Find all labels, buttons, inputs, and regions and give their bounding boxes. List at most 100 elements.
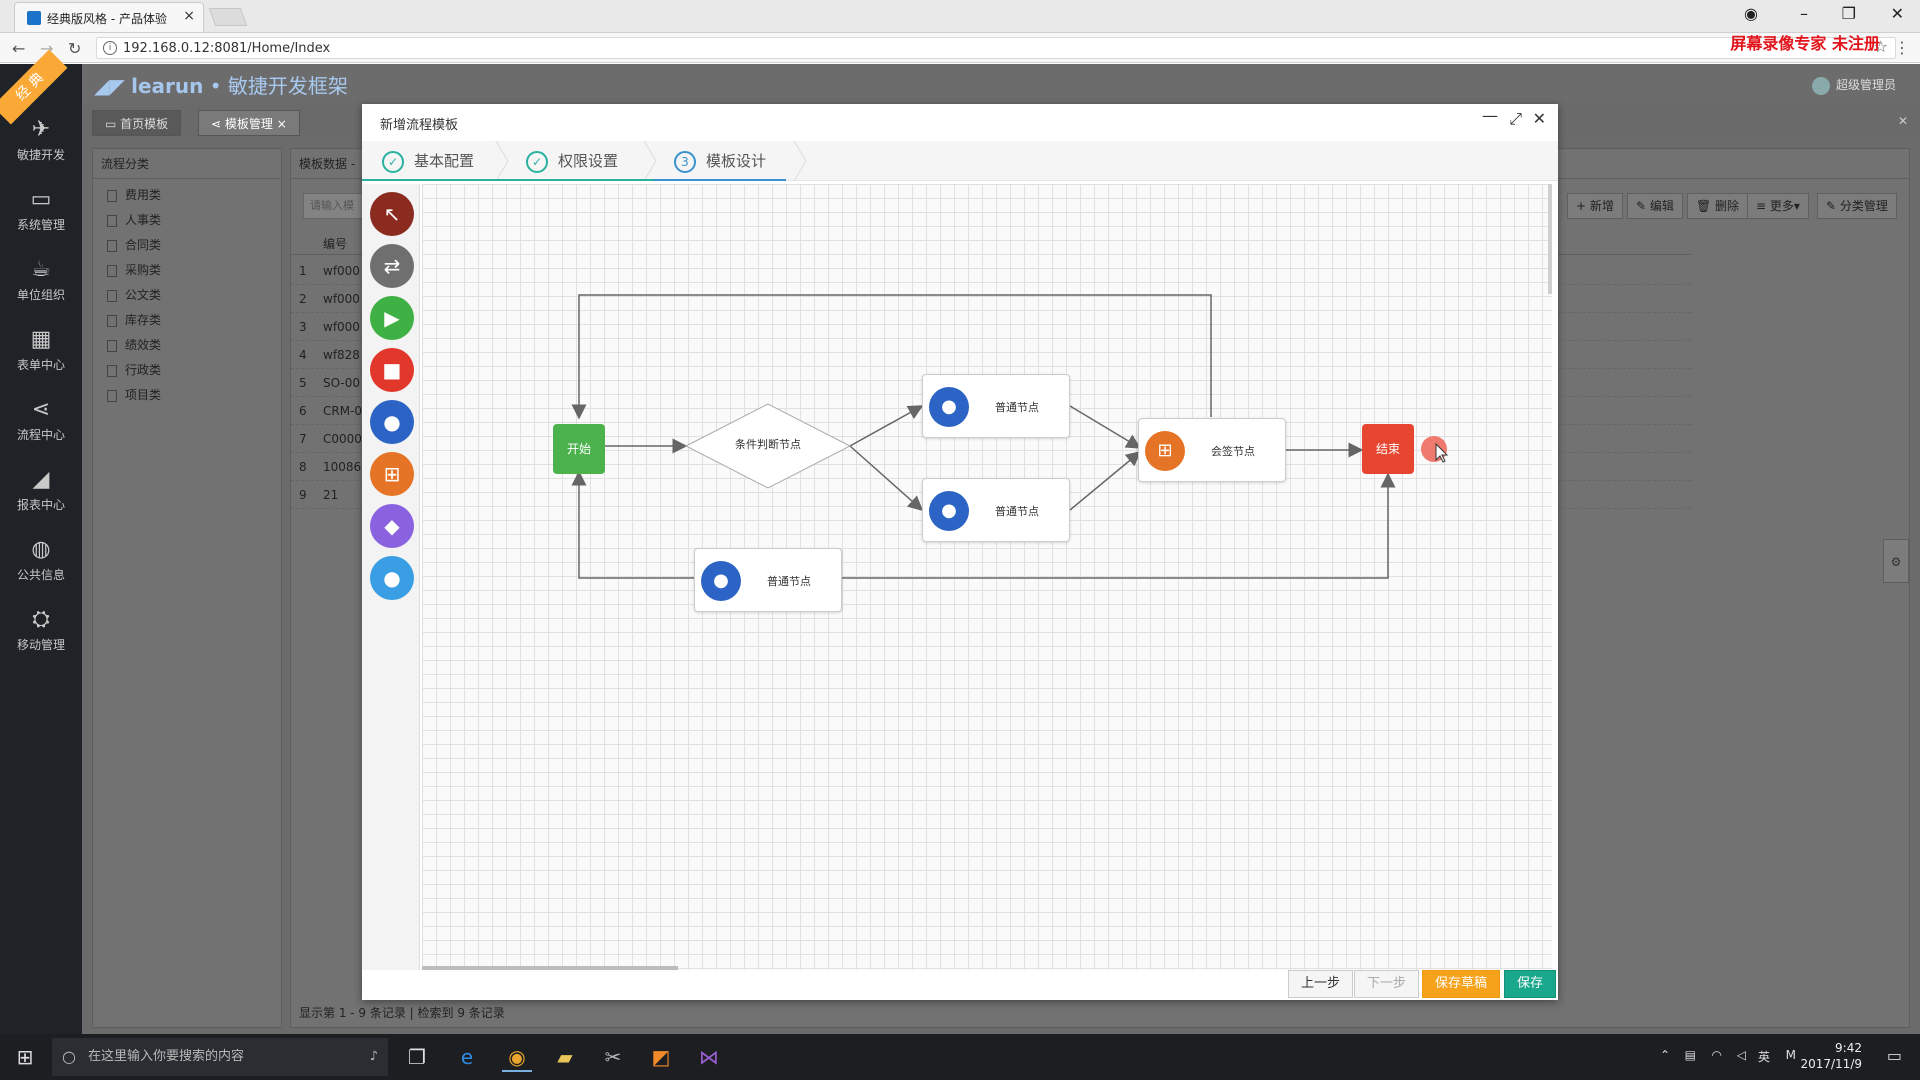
user-node-bottom[interactable]: ● 普通节点 <box>694 548 842 612</box>
visual-studio-icon[interactable]: ⋈ <box>699 1045 719 1069</box>
wifi-icon[interactable]: ◠ <box>1711 1048 1722 1062</box>
add-button[interactable]: + 新增 <box>1567 193 1623 219</box>
edge-mid-to-countersign[interactable] <box>1069 451 1142 511</box>
condition-node[interactable] <box>684 403 852 489</box>
new-tab-button[interactable] <box>208 8 248 26</box>
edge-bottom-to-start[interactable] <box>571 470 694 579</box>
windows-start-icon[interactable]: ⊞ <box>16 1045 34 1069</box>
reload-icon[interactable]: ↻ <box>68 39 82 58</box>
next-step-button[interactable]: 下一步 <box>1354 970 1420 998</box>
volume-icon[interactable]: ◁ <box>1736 1048 1746 1062</box>
category-item[interactable]: 费用类 <box>93 183 281 208</box>
sidebar-item-system[interactable]: ▭ 系统管理 <box>0 182 82 242</box>
sidebar-item-forms[interactable]: ▦ 表单中心 <box>0 322 82 382</box>
countersign-node[interactable]: ⊞ 会签节点 <box>1138 418 1286 482</box>
settings-gear-icon[interactable]: ⚙ <box>1883 539 1909 583</box>
chrome-browser-icon[interactable]: ◉ <box>502 1042 532 1072</box>
delete-button[interactable]: 🗑 删除 <box>1687 193 1749 219</box>
subflow-tool-button[interactable]: ● <box>370 556 414 600</box>
sidebar-item-reports[interactable]: ◢ 报表中心 <box>0 462 82 522</box>
search-input[interactable]: 请输入模 <box>303 193 363 219</box>
horizontal-scrollbar[interactable] <box>422 966 678 970</box>
tools-app-icon[interactable]: ✂ <box>604 1045 622 1069</box>
prev-step-button[interactable]: 上一步 <box>1288 970 1354 998</box>
user-menu[interactable]: 超级管理员 <box>1811 76 1896 95</box>
category-item[interactable]: 库存类 <box>93 308 281 333</box>
step-permissions[interactable]: ✓权限设置 <box>506 141 654 181</box>
minimize-window-button[interactable]: – <box>1800 4 1808 23</box>
sidebar-item-agile-dev[interactable]: ✈ 敏捷开发 <box>0 112 82 172</box>
category-item[interactable]: 项目类 <box>93 383 281 408</box>
input-language[interactable]: 英 <box>1757 1050 1770 1064</box>
close-icon[interactable]: × <box>276 117 287 131</box>
tray-chevron-icon[interactable]: ⌃ <box>1659 1048 1670 1062</box>
edge-condition-to-mid[interactable] <box>849 445 924 511</box>
design-canvas[interactable]: 开始 条件判断节点 结束 ● 普通节点 ● 普通节点 ● 普通节点 ⊞ 会签节点 <box>422 184 1552 970</box>
browser-tab[interactable]: 经典版风格 - 产品体验 × <box>14 2 204 32</box>
edit-button[interactable]: ✎ 编辑 <box>1627 193 1683 219</box>
close-tab-icon[interactable]: × <box>183 8 195 24</box>
step-basic-config[interactable]: ✓基本配置 <box>362 141 506 181</box>
edge-browser-icon[interactable]: e <box>460 1045 474 1069</box>
category-item[interactable]: 采购类 <box>93 258 281 283</box>
close-all-tabs-icon[interactable]: ✕ <box>1897 114 1908 128</box>
edge-condition-to-top[interactable] <box>849 405 924 447</box>
sidebar-item-public-info[interactable]: ◍ 公共信息 <box>0 532 82 592</box>
more-button[interactable]: ≡ 更多▾ <box>1747 193 1809 219</box>
network-icon[interactable]: ▤ <box>1684 1048 1696 1062</box>
end-node-tool-button[interactable]: ■ <box>370 348 414 392</box>
site-info-icon[interactable]: i <box>103 41 117 55</box>
browser-menu-icon[interactable]: ⋮ <box>1894 38 1910 57</box>
address-bar: ← → ↻ i 192.168.0.12:8081/Home/Index ☆ ⋮ <box>0 33 1920 63</box>
save-button[interactable]: 保存 <box>1504 970 1557 998</box>
condition-tool-button[interactable]: ◆ <box>370 504 414 548</box>
column-header-code[interactable]: 编号 <box>323 237 348 251</box>
category-item[interactable]: 绩效类 <box>93 333 281 358</box>
ime-mode-icon[interactable]: M <box>1785 1048 1796 1062</box>
taskbar-search-input[interactable]: ○ 在这里输入你要搜索的内容 ♪ <box>52 1038 388 1076</box>
category-item[interactable]: 公文类 <box>93 283 281 308</box>
start-node-tool-button[interactable]: ▶ <box>370 296 414 340</box>
sidebar-item-workflow[interactable]: ⋖ 流程中心 <box>0 392 82 452</box>
close-window-button[interactable]: ✕ <box>1890 4 1904 23</box>
office-app-icon[interactable]: ◩ <box>651 1045 671 1069</box>
end-node[interactable] <box>1362 424 1414 474</box>
category-item[interactable]: 人事类 <box>93 208 281 233</box>
task-view-icon[interactable]: ❐ <box>408 1045 426 1069</box>
back-icon[interactable]: ← <box>12 39 26 58</box>
edge-countersign-to-start[interactable] <box>571 294 1212 420</box>
maximize-icon[interactable]: ⤢ <box>1509 109 1522 128</box>
sidebar-item-mobile[interactable]: ⛭ 移动管理 <box>0 602 82 662</box>
sidebar-item-organization[interactable]: ☕ 单位组织 <box>0 252 82 312</box>
category-item[interactable]: 合同类 <box>93 233 281 258</box>
start-node[interactable] <box>553 424 605 474</box>
system-clock[interactable]: 9:42 2017/11/9 <box>1800 1040 1862 1072</box>
user-node-top[interactable]: ● 普通节点 <box>922 374 1070 438</box>
file-explorer-icon[interactable]: ▰ <box>557 1045 573 1069</box>
profile-icon[interactable]: ◉ <box>1744 4 1758 23</box>
pointer-tool-button[interactable]: ↖ <box>370 192 414 236</box>
tab-template-management[interactable]: ⋖ 模板管理 × <box>198 110 300 136</box>
paper-plane-icon: ✈ <box>31 117 51 142</box>
edge-top-to-countersign[interactable] <box>1069 405 1142 449</box>
notification-center-icon[interactable]: ▭ <box>1886 1046 1902 1065</box>
user-node-middle[interactable]: ● 普通节点 <box>922 478 1070 542</box>
tab-home-template[interactable]: ▭ 首页模板 <box>92 110 182 136</box>
url-field[interactable]: i 192.168.0.12:8081/Home/Index <box>96 37 1896 59</box>
user-node-tool-button[interactable]: ● <box>370 400 414 444</box>
bookmark-star-icon[interactable]: ☆ <box>1873 37 1888 56</box>
connector-tool-button[interactable]: ⇄ <box>370 244 414 288</box>
countersign-tool-button[interactable]: ⊞ <box>370 452 414 496</box>
category-label: 项目类 <box>125 388 162 402</box>
microphone-icon[interactable]: ♪ <box>369 1049 378 1064</box>
edge-bottom-to-end[interactable] <box>838 472 1396 579</box>
minimize-icon[interactable]: — <box>1482 106 1498 125</box>
close-icon[interactable]: ✕ <box>1532 109 1546 128</box>
vertical-scrollbar[interactable] <box>1548 184 1552 294</box>
row-code: wf000 <box>323 292 360 306</box>
category-item[interactable]: 行政类 <box>93 358 281 383</box>
restore-window-button[interactable]: ❐ <box>1841 4 1856 23</box>
save-draft-button[interactable]: 保存草稿 <box>1422 970 1501 998</box>
category-manage-button[interactable]: ✎ 分类管理 <box>1817 193 1897 219</box>
